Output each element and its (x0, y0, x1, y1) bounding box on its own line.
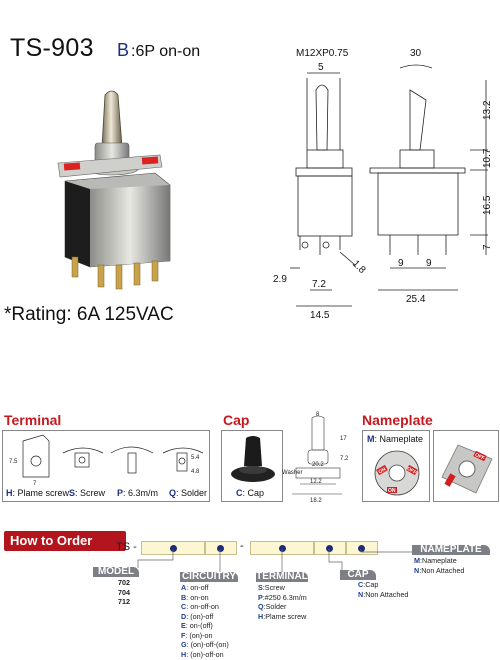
terminal-tab: TERMINAL (256, 571, 308, 582)
dim-label: 7.5 (9, 459, 18, 465)
dimension-drawing: M12XP0.75 5 30 13.2 10.7 16.5 7 2.9 1.8 … (273, 48, 493, 320)
dim-label: 25.4 (406, 294, 426, 305)
terminal-panel: 7.5 7 5.4 4.8 H: Plame screw S: Screw P:… (2, 430, 210, 502)
dim-label: 7 (33, 481, 37, 487)
model-item: 702 (118, 578, 130, 587)
variant-desc: :6P on-on (131, 43, 201, 60)
model-item: 712 (118, 597, 130, 606)
terminal-dot (279, 545, 286, 552)
dim-label: 18.2 (310, 498, 322, 504)
nameplate-dot (358, 545, 365, 552)
nameplate-section-title: Nameplate (362, 412, 433, 428)
cap-item: C:Cap (358, 580, 379, 589)
circuitry-item: D: (on)-off (181, 611, 214, 621)
dim-label: 9 (398, 258, 404, 269)
circuitry-item: E: on-(off) (181, 621, 213, 630)
order-prefix: TS - (116, 541, 137, 553)
cap-panel: C: Cap (221, 430, 283, 502)
dim-label: 13.2 (482, 100, 493, 120)
circuitry-item: A: on-off (181, 583, 209, 592)
thread-spec: M12XP0.75 (296, 48, 349, 59)
dim-label: 5 (318, 62, 324, 73)
circuitry-list: A: on-off B: on-on C: on-off-on D: (on)-… (181, 583, 229, 659)
circuitry-item: H: (on)-off-on (181, 649, 224, 659)
terminal-drawings: 7.5 7 5.4 4.8 (9, 434, 204, 487)
dim-label: 9 (426, 258, 432, 269)
order-leader-lines (137, 549, 412, 572)
terminal-option-q: Q: Solder (169, 488, 208, 498)
rubber-cap-icon (231, 436, 275, 482)
dim-label: 4.8 (191, 469, 200, 475)
cap-section-title: Cap (223, 412, 250, 428)
cap-dimension-drawing: 8 17 Washer 20.2 12.2 18.2 7.2 (282, 412, 349, 504)
toggle-switch-photo (57, 90, 171, 290)
dim-label: 2.9 (273, 274, 287, 285)
terminal-item: S:Screw (258, 583, 285, 592)
svg-text:OFF: OFF (406, 466, 418, 476)
dim-label: 30 (410, 48, 422, 59)
circuitry-item: G: (on)-off-(on) (181, 640, 229, 649)
dim-label: 1.8 (350, 258, 368, 276)
product-title: TS-903 (10, 34, 94, 62)
dim-label: 10.7 (482, 148, 493, 168)
cap-tab: CAP (340, 570, 376, 580)
dim-label: 17 (340, 436, 347, 442)
terminal-item: H:Plame screw (258, 611, 307, 621)
order-dash: - (240, 540, 244, 552)
cap-dot (326, 545, 333, 552)
circuitry-item: B: on-on (181, 592, 209, 602)
dim-label: 12.2 (310, 479, 322, 485)
dim-label: 7.2 (312, 279, 326, 290)
terminal-option-s: S: Screw (69, 488, 106, 498)
model-item: 704 (118, 587, 130, 597)
terminal-option-h: H: Plame screw (6, 488, 70, 498)
nameplate-list: M:Nameplate N:Non Attached (414, 556, 464, 575)
product-subtitle: B:6P on-on (117, 40, 200, 61)
nameplate-panel: M: Nameplate ON OFF ON (362, 430, 430, 502)
model-list: 702 704 712 (118, 578, 130, 607)
circuitry-item: C: on-off-on (181, 602, 219, 611)
nameplate-photo-panel: OFF (433, 430, 499, 502)
svg-text:OFF: OFF (474, 452, 486, 462)
cap-item: N:Non Attached (358, 589, 409, 599)
how-to-order-banner: How to Order (4, 531, 126, 551)
circuitry-item: F: (on)-on (181, 630, 213, 640)
circuitry-tab: CIRCUITRY (180, 571, 238, 582)
circuitry-dot (217, 545, 224, 552)
nameplate-tab: NAMEPLATE (412, 545, 490, 555)
cap-option: C: Cap (236, 488, 265, 498)
nameplate-item: N:Non Attached (414, 565, 465, 575)
nameplate-icon: ON OFF ON (374, 450, 420, 496)
dim-label: 8 (316, 412, 320, 418)
terminal-item: Q:Solder (258, 602, 287, 611)
terminal-option-p: P: 6.3m/m (117, 488, 159, 498)
model-tab: MODEL (93, 567, 139, 577)
nameplate-item: M:Nameplate (414, 556, 457, 565)
dim-label: 16.5 (482, 195, 493, 215)
dim-label: 14.5 (310, 310, 330, 320)
svg-text:ON: ON (388, 488, 396, 494)
terminal-list: S:Screw P:#250 6.3m/m Q:Solder H:Plame s… (258, 583, 307, 621)
dim-label: 20.2 (312, 462, 324, 468)
svg-text:ON: ON (378, 466, 388, 475)
nameplate-photo: OFF (441, 444, 493, 494)
dim-label: 5.4 (191, 455, 200, 461)
model-dot (170, 545, 177, 552)
cap-list: C:Cap N:Non Attached (358, 580, 408, 599)
nameplate-option: M: Nameplate (367, 434, 424, 444)
terminal-section-title: Terminal (4, 412, 62, 428)
dim-label: 7 (482, 244, 493, 250)
washer-label: Washer (282, 470, 302, 476)
dim-label: 7.2 (340, 456, 349, 462)
terminal-item: P:#250 6.3m/m (258, 592, 307, 602)
variant-code: B (117, 40, 130, 60)
rating-text: *Rating: 6A 125VAC (4, 304, 174, 325)
